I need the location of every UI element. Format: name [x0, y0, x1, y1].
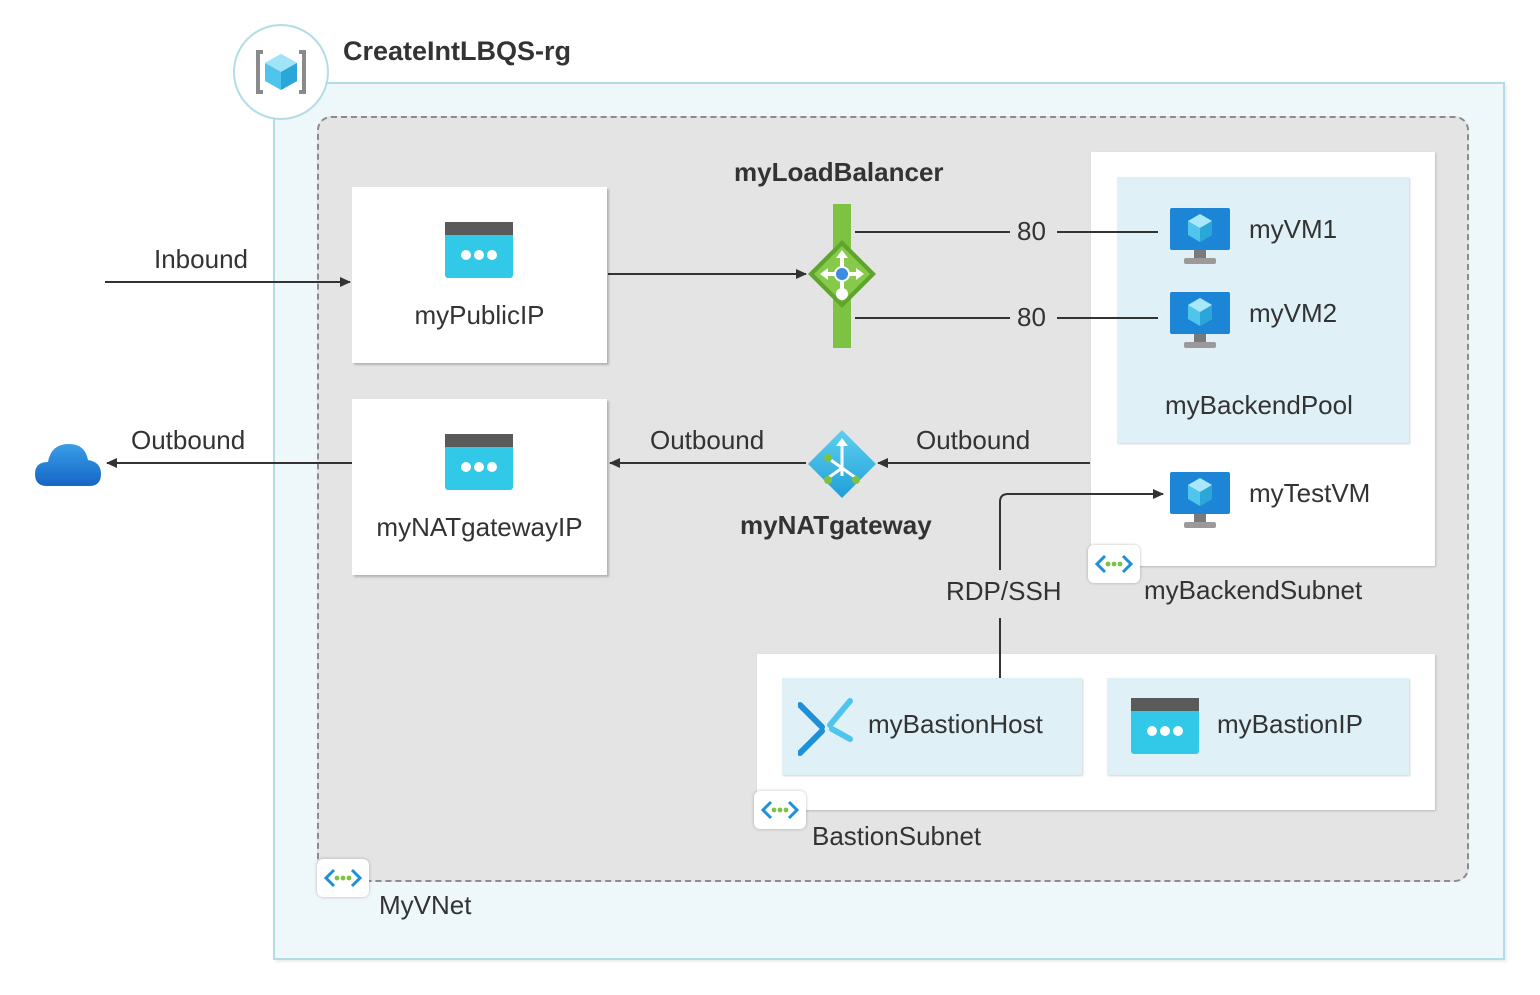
vm1-label: myVM1: [1249, 214, 1338, 244]
public-ip-icon: [445, 222, 513, 278]
load-balancer-icon[interactable]: [806, 204, 878, 349]
subnet-tag-bastion: [754, 791, 806, 829]
nat-gateway-title: myNATgateway: [740, 510, 932, 540]
inbound-label: Inbound: [154, 244, 248, 274]
nat-gateway-ip-label: myNATgatewayIP: [376, 512, 583, 542]
vnet-tag: [317, 859, 369, 897]
vm-icon[interactable]: [1170, 292, 1230, 350]
nat-gateway-ip-card[interactable]: myNATgatewayIP: [352, 399, 607, 575]
vm2-label: myVM2: [1249, 298, 1338, 328]
resource-group-icon: [256, 50, 306, 94]
vm-icon[interactable]: [1170, 472, 1230, 530]
bastion-subnet-label: BastionSubnet: [812, 821, 982, 851]
bastion-ip-label: myBastionIP: [1217, 709, 1363, 739]
port-label-vm1: 80: [1017, 216, 1046, 246]
test-vm-label: myTestVM: [1249, 478, 1371, 508]
bastion-icon[interactable]: [798, 697, 854, 759]
bastion-host-label: myBastionHost: [868, 709, 1043, 739]
subnet-icon: [760, 800, 800, 820]
backend-pool-box: [1117, 177, 1409, 443]
port-label-vm2: 80: [1017, 302, 1046, 332]
vnet-label: MyVNet: [379, 890, 472, 920]
nat-gateway-icon[interactable]: [806, 428, 878, 500]
public-ip-icon[interactable]: [1131, 698, 1199, 754]
public-ip-card[interactable]: myPublicIP: [352, 187, 607, 363]
outbound-subnet-label: Outbound: [916, 425, 1031, 455]
load-balancer-title: myLoadBalancer: [734, 157, 944, 187]
resource-group-title: CreateIntLBQS-rg: [343, 36, 572, 66]
backend-pool-label: myBackendPool: [1165, 390, 1353, 420]
rdp-ssh-line-top: [999, 489, 1164, 570]
backend-subnet-label: myBackendSubnet: [1144, 575, 1363, 605]
public-ip-icon: [445, 434, 513, 490]
public-ip-label: myPublicIP: [414, 300, 545, 330]
cloud-icon: [35, 444, 101, 486]
vm-icon[interactable]: [1170, 208, 1230, 266]
subnet-icon: [1094, 554, 1134, 574]
outbound-nat-label: Outbound: [650, 425, 765, 455]
outbound-internet-label: Outbound: [131, 425, 246, 455]
subnet-tag-backend: [1088, 545, 1140, 583]
rdp-ssh-label: RDP/SSH: [946, 576, 1062, 606]
vnet-icon: [323, 868, 363, 888]
resource-group-badge: [233, 24, 329, 120]
